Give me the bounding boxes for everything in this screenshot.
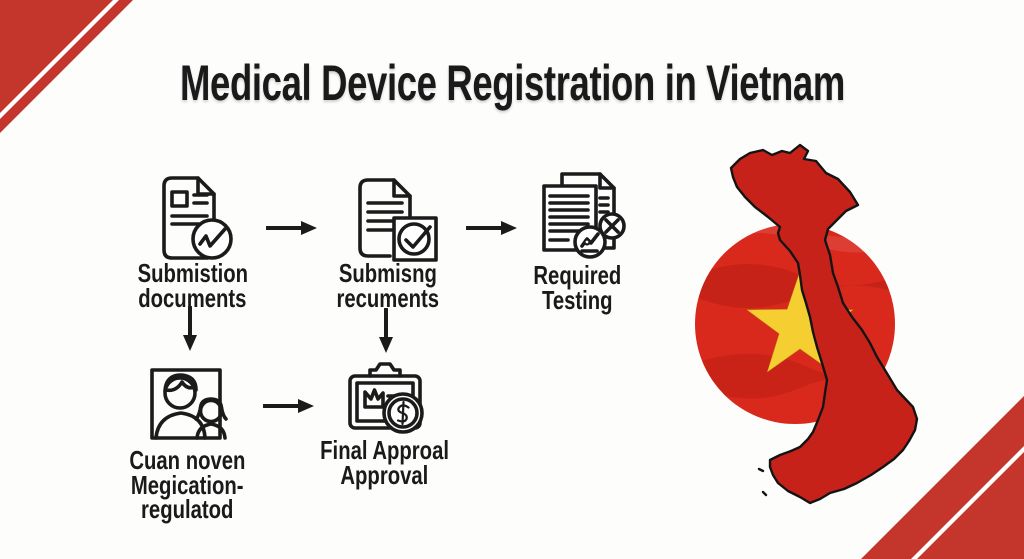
step-label-regulator: Cuan noven Megication- regulatod xyxy=(129,445,246,524)
arrow-down-icon xyxy=(379,308,393,353)
page-title-text: Medical Device Registration in Vietnam xyxy=(179,55,845,111)
step-label-final-approval: Final Approal Approval xyxy=(320,435,449,490)
arrow-down-icon xyxy=(183,306,197,351)
certificate-dollar-icon xyxy=(348,362,424,434)
vietnam-map-outline xyxy=(729,143,919,505)
arrow-right-icon xyxy=(266,221,317,235)
page-title: Medical Device Registration in Vietnam xyxy=(0,54,1024,112)
step-label-submission-documents: Submistion documents xyxy=(137,258,248,313)
people-icon xyxy=(150,368,228,440)
document-check-icon xyxy=(162,176,233,260)
arrow-right-icon xyxy=(263,399,314,413)
step-label-submisng-recuments: Submisng recuments xyxy=(336,258,439,313)
vietnam-map-flag-graphic xyxy=(695,143,919,505)
arrow-right-icon xyxy=(466,221,517,235)
document-badge-check-icon xyxy=(358,178,438,262)
documents-testing-icon xyxy=(542,172,626,259)
step-label-required-testing: Required Testing xyxy=(533,260,622,315)
